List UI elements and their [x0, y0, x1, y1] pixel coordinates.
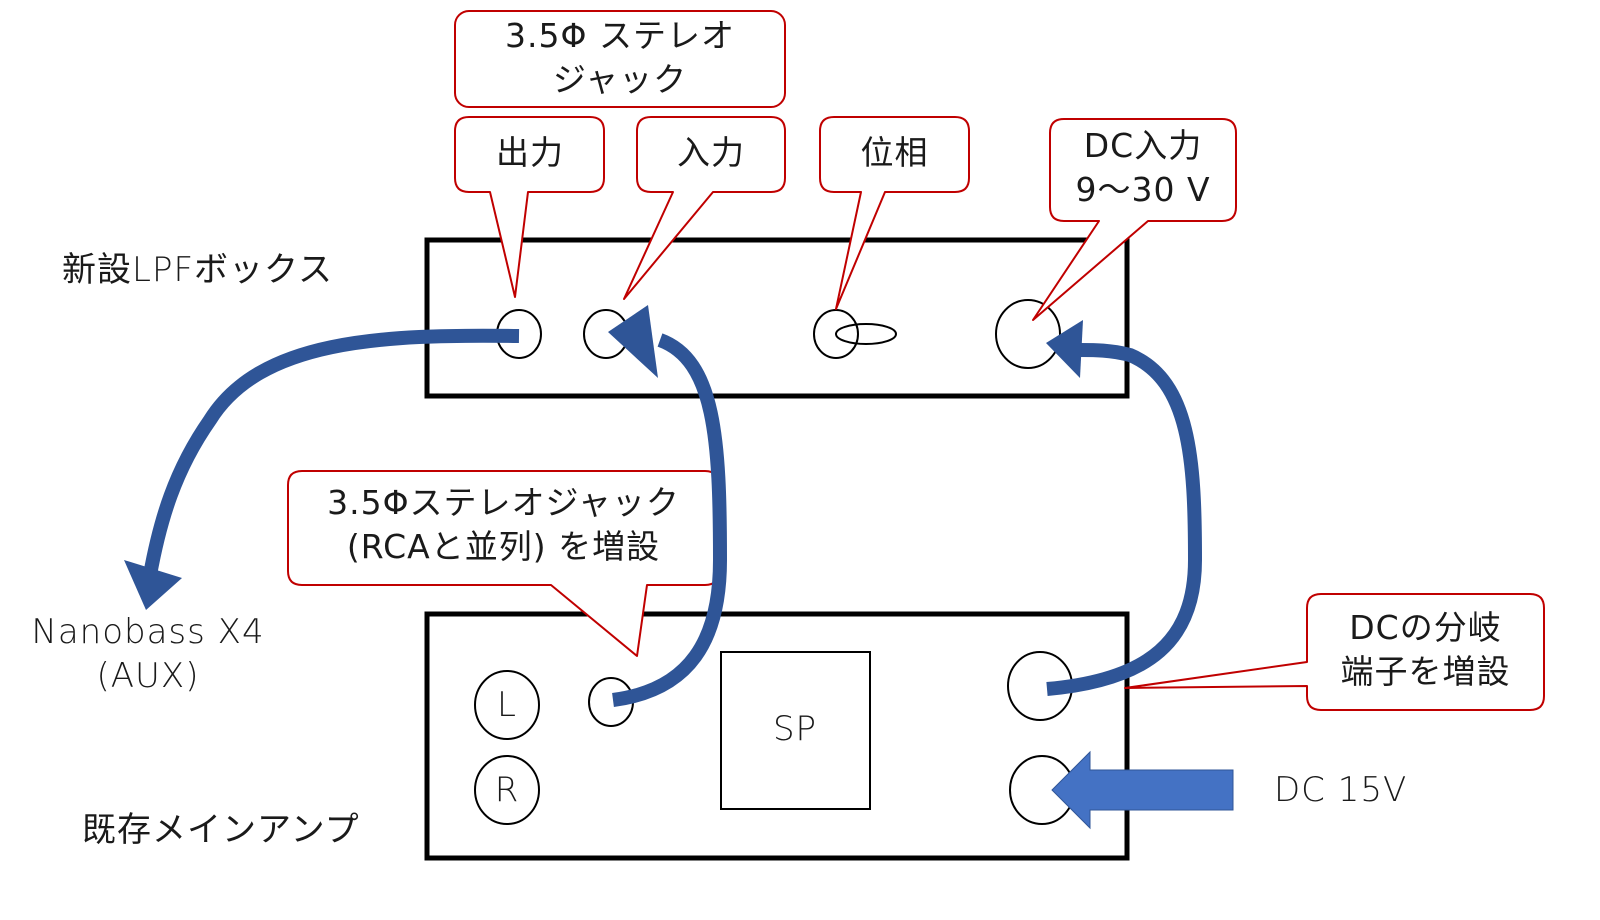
callout-output-text: 出力 — [496, 133, 564, 172]
rca-left-label: L — [497, 685, 517, 725]
lpf-dc-input-jack — [995, 299, 1061, 369]
arrowhead-lpf-input — [608, 305, 658, 378]
lpf-phase-switch-lever — [835, 323, 897, 345]
lpf-phase-switch-knob — [813, 309, 859, 359]
callout-dc-branch-line1: DCの分岐 — [1349, 608, 1502, 647]
callout-stereo-jack-add-text: 3.5Φステレオジャック (RCAと並列) を増設 — [288, 481, 719, 569]
callout-stereo-jack-add-line1: 3.5Φステレオジャック — [327, 483, 680, 522]
callout-stereo-jack-add-line2: (RCAと並列) を増設 — [346, 527, 661, 566]
callout-dc-input-line1: DC入力 — [1083, 126, 1203, 165]
callout-stereo-jack-top-text: 3.5Φ ステレオ ジャック — [455, 14, 785, 102]
speaker-label: SP — [772, 709, 818, 749]
nanobass-port: (AUX) — [96, 656, 200, 696]
callout-input-text: 入力 — [677, 133, 745, 172]
arrowhead-lpf-dc — [1046, 320, 1083, 378]
amp-speaker-box — [720, 651, 871, 810]
callout-dc-branch-text: DCの分岐 端子を増設 — [1307, 606, 1544, 694]
callout-dc-branch — [1124, 593, 1545, 711]
callout-dc-input-line2: 9～30 V — [1075, 170, 1211, 209]
callout-dc-input — [1032, 118, 1237, 321]
dc-15v-arrow — [1051, 750, 1234, 830]
callout-stereo-jack-top-line2: ジャック — [552, 60, 688, 99]
amp-rca-left-jack — [474, 670, 540, 740]
callout-input — [623, 116, 786, 300]
cable-lpf-to-nanobass — [143, 328, 520, 577]
cable-amp-dc-to-lpf-dc — [1046, 343, 1203, 696]
nanobass-label: Nanobass X4 (AUX) — [28, 610, 268, 698]
main-amp-label: 既存メインアンプ — [82, 810, 360, 850]
lpf-box-label: 新設LPFボックス — [62, 250, 333, 290]
nanobass-name: Nanobass X4 — [31, 612, 265, 652]
rca-right-label: R — [494, 770, 520, 810]
callout-stereo-jack-top — [454, 10, 786, 108]
callout-dc-input-text: DC入力 9～30 V — [1050, 124, 1236, 212]
arrowhead-nanobass — [124, 560, 182, 610]
lpf-box — [424, 237, 1130, 399]
main-amp-box — [424, 611, 1130, 861]
amp-rca-right-jack — [474, 755, 540, 825]
dc-15v-label: DC 15V — [1274, 770, 1408, 810]
callout-phase — [819, 116, 970, 310]
callout-phase-text: 位相 — [860, 133, 929, 172]
callout-output — [454, 116, 605, 298]
callout-dc-branch-line2: 端子を増設 — [1340, 652, 1511, 691]
cable-amp-jack-to-lpf-input — [612, 333, 728, 707]
callout-stereo-jack-top-line1: 3.5Φ ステレオ — [505, 16, 735, 55]
